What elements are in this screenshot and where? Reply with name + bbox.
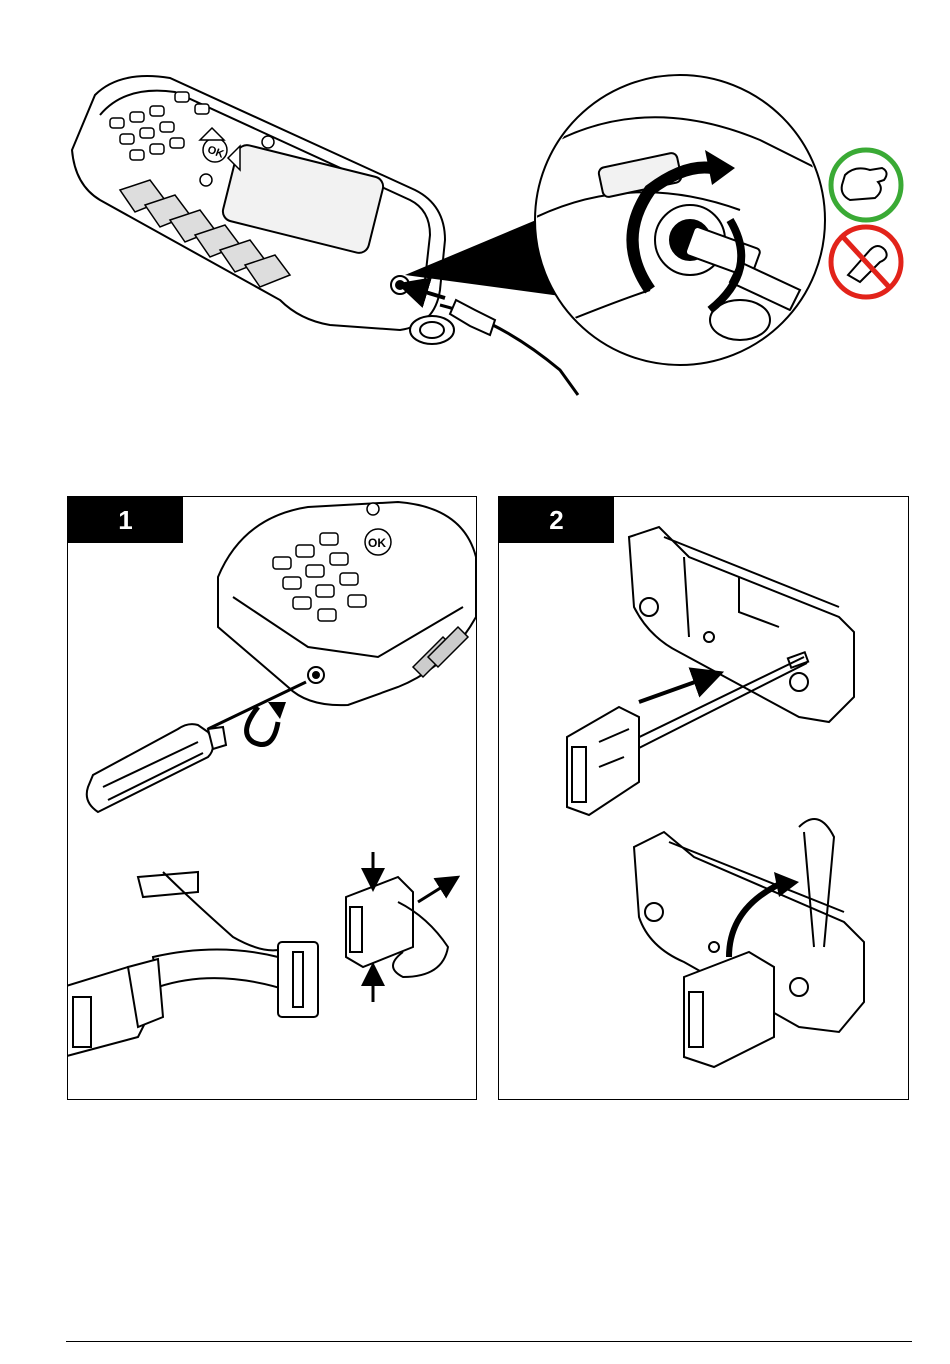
- step-1-panel: OK: [67, 496, 477, 1100]
- step-2-illustration: [499, 497, 910, 1101]
- screwdriver: [87, 682, 306, 812]
- svg-text:OK: OK: [368, 536, 386, 550]
- meter-device: OK: [72, 76, 445, 330]
- zoom-detail: [530, 75, 825, 365]
- strap: [68, 872, 318, 1057]
- meter-device-bottom: OK: [218, 502, 476, 705]
- hand-tighten-icon: [831, 150, 901, 220]
- footer-rule: [66, 1341, 912, 1342]
- pull-arrow: [418, 882, 450, 902]
- step-number-badge: 1: [68, 497, 183, 543]
- connect-cable-illustration: OK: [0, 0, 950, 420]
- rotate-arrow: [247, 707, 278, 745]
- strap-clip-loose: [567, 707, 639, 815]
- probe-cable: [410, 300, 578, 395]
- no-tool-icon: [831, 227, 901, 297]
- step-1-illustration: OK: [68, 497, 478, 1101]
- step-2-panel: 2: [498, 496, 909, 1100]
- insert-arrow: [639, 677, 709, 702]
- step-number-badge: 2: [499, 497, 614, 543]
